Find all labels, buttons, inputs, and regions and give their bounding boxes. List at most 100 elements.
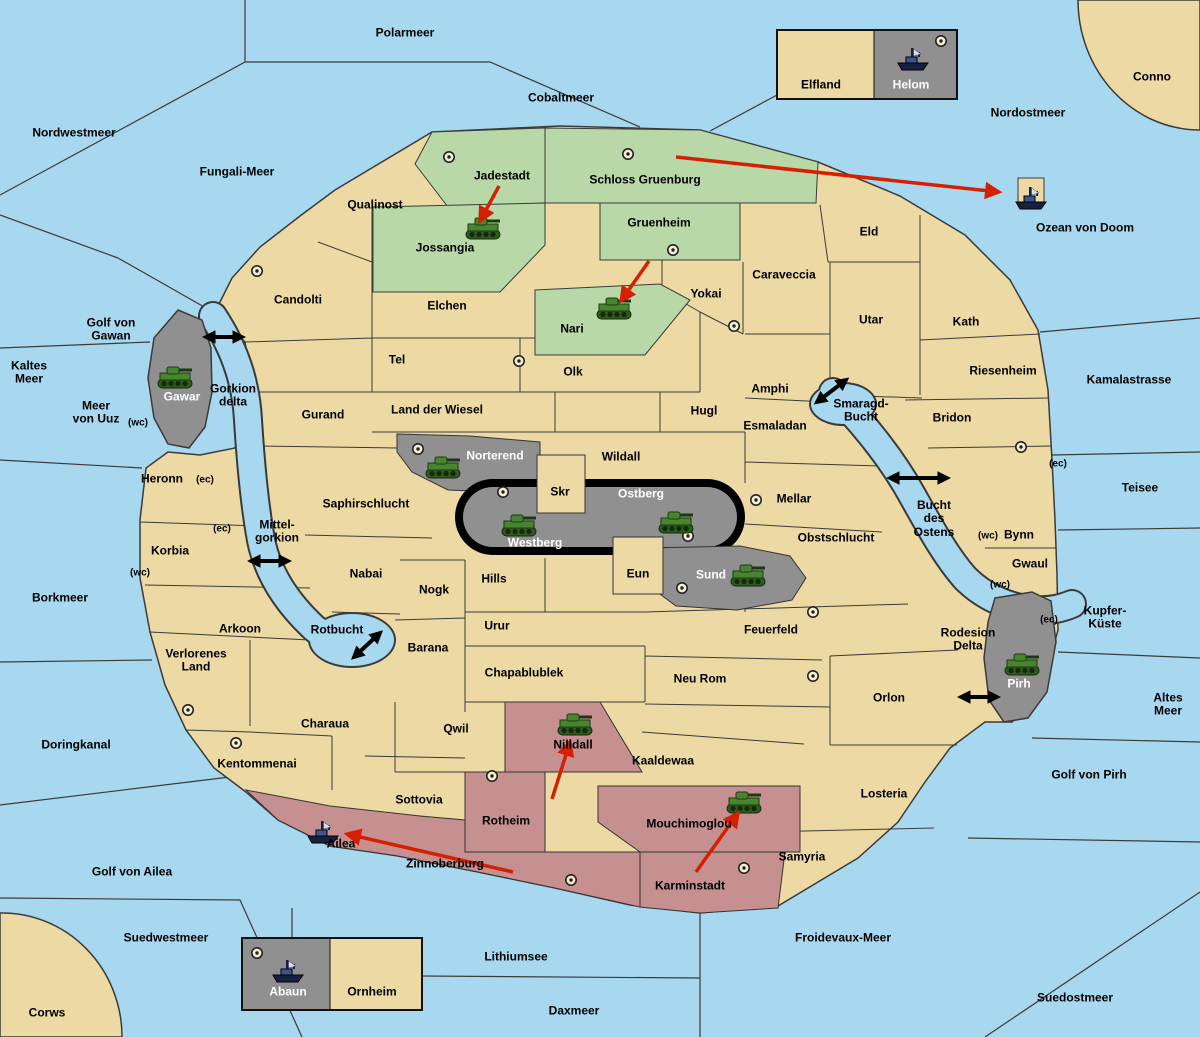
region-label-ailea[interactable]: Ailea (326, 836, 356, 851)
sea-label-fungali-meer[interactable]: Fungali-Meer (199, 164, 275, 179)
region-label-olk[interactable]: Olk (563, 364, 583, 379)
sea-label-smaragd-bucht[interactable]: Smaragd- Bucht (833, 396, 889, 424)
sea-label-nordwestmeer[interactable]: Nordwestmeer (32, 125, 116, 140)
region-label-obstschlucht[interactable]: Obstschlucht (797, 530, 875, 545)
region-label-kentommenai[interactable]: Kentommenai (217, 756, 297, 771)
region-label-gwaul[interactable]: Gwaul (1011, 556, 1049, 571)
region-label-qualinost[interactable]: Qualinost (347, 197, 403, 212)
region-label-ornheim[interactable]: Ornheim (347, 984, 397, 999)
region-label-jadestadt[interactable]: Jadestadt (473, 168, 531, 183)
sea-label-suedwestmeer[interactable]: Suedwestmeer (123, 930, 209, 945)
region-label-hills[interactable]: Hills (481, 571, 507, 586)
region-eun[interactable] (612, 536, 664, 595)
region-label-eun[interactable]: Eun (626, 566, 650, 581)
region-label-utar[interactable]: Utar (858, 312, 884, 327)
region-label-hugl[interactable]: Hugl (690, 403, 718, 418)
region-label-gawar[interactable]: Gawar (163, 389, 201, 404)
region-label-candolti[interactable]: Candolti (274, 292, 322, 307)
region-jossangia[interactable] (372, 202, 546, 293)
region-label-neu-rom[interactable]: Neu Rom (673, 671, 727, 686)
sea-label-bucht-des-ostens[interactable]: Bucht des Ostens (913, 497, 955, 539)
sea-label-froidevaux-meer[interactable]: Froidevaux-Meer (794, 930, 892, 945)
sea-label-ozean-von-doom[interactable]: Ozean von Doom (1035, 220, 1135, 235)
region-label-westberg[interactable]: Westberg (507, 535, 563, 550)
region-label-nilldall[interactable]: Nilldall (553, 737, 593, 752)
sea-label-altes-meer[interactable]: Altes Meer (1153, 690, 1183, 718)
region-label-elfland[interactable]: Elfland (800, 77, 842, 92)
abaun-box-cell-ornheim[interactable] (329, 937, 423, 1011)
region-label-skr[interactable]: Skr (550, 484, 570, 499)
region-label-karminstadt[interactable]: Karminstadt (654, 878, 726, 893)
region-label-bridon[interactable]: Bridon (932, 410, 972, 425)
region-label-urur[interactable]: Urur (484, 618, 510, 633)
region-label-rotheim[interactable]: Rotheim (482, 813, 530, 828)
region-conno[interactable] (1077, 0, 1200, 131)
sea-label-borkmeer[interactable]: Borkmeer (31, 590, 89, 605)
region-label-gruenheim[interactable]: Gruenheim (627, 215, 691, 230)
region-label-pirh[interactable]: Pirh (1007, 676, 1031, 691)
sea-label-gorkion-delta[interactable]: Gorkion delta (209, 381, 257, 409)
region-label-mellar[interactable]: Mellar (776, 491, 812, 506)
region-label-orlon[interactable]: Orlon (873, 690, 905, 705)
region-label-esmaladan[interactable]: Esmaladan (743, 418, 807, 433)
sea-label-golf-von-gawan[interactable]: Golf von Gawan (86, 315, 136, 343)
region-gruenheim[interactable] (599, 202, 741, 261)
region-label-eld[interactable]: Eld (859, 224, 879, 239)
region-schloss-gruenburg[interactable] (544, 127, 819, 204)
sea-label-kamalastrasse[interactable]: Kamalastrasse (1086, 372, 1172, 387)
sea-label-corws[interactable]: Corws (28, 1005, 66, 1020)
region-label-mouchimoglou[interactable]: Mouchimoglou (646, 816, 732, 831)
region-nari[interactable] (534, 283, 691, 356)
region-label-qwil[interactable]: Qwil (443, 721, 469, 736)
region-label-jossangia[interactable]: Jossangia (415, 240, 475, 255)
sea-label-meer-von-uuz[interactable]: Meer von Uuz (72, 398, 120, 426)
region-label-land-der-wiesel[interactable]: Land der Wiesel (391, 402, 483, 417)
region-label-nabai[interactable]: Nabai (349, 566, 383, 581)
sea-label-golf-von-pirh[interactable]: Golf von Pirh (1051, 767, 1127, 782)
region-nilldall[interactable] (504, 701, 643, 773)
region-label-schloss-gruenburg[interactable]: Schloss Gruenburg (589, 172, 701, 187)
sea-label-rotbucht[interactable]: Rotbucht (310, 622, 364, 637)
region-label-losteria[interactable]: Losteria (860, 786, 908, 801)
sea-label-cobaltmeer[interactable]: Cobaltmeer (527, 90, 595, 105)
region-label-elchen[interactable]: Elchen (427, 298, 467, 313)
region-label-helom[interactable]: Helom (892, 77, 930, 92)
region-label-barana[interactable]: Barana (407, 640, 449, 655)
sea-label-kupfer-k-ste[interactable]: Kupfer- Küste (1083, 603, 1127, 631)
region-label-feuerfeld[interactable]: Feuerfeld (743, 622, 799, 637)
region-label-kaaldewaa[interactable]: Kaaldewaa (631, 753, 695, 768)
region-label-bynn[interactable]: Bynn (1004, 527, 1034, 542)
region-label-verlorenes-land[interactable]: Verlorenes Land (165, 646, 227, 674)
region-label-zinnoberburg[interactable]: Zinnoberburg (406, 856, 484, 871)
sea-label-nordostmeer[interactable]: Nordostmeer (990, 105, 1066, 120)
region-label-chapablublek[interactable]: Chapablublek (484, 665, 564, 680)
sea-label-doringkanal[interactable]: Doringkanal (41, 737, 111, 752)
sea-label-kaltes-meer[interactable]: Kaltes Meer (10, 358, 48, 386)
region-label-caraveccia[interactable]: Caraveccia (752, 267, 816, 282)
region-corws[interactable] (0, 912, 123, 1037)
sea-label-teisee[interactable]: Teisee (1121, 480, 1159, 495)
region-label-tel[interactable]: Tel (388, 352, 406, 367)
region-label-rodesion-delta[interactable]: Rodesion Delta (940, 625, 996, 653)
region-label-yokai[interactable]: Yokai (690, 286, 722, 301)
region-label-abaun[interactable]: Abaun (269, 984, 307, 999)
region-label-riesenheim[interactable]: Riesenheim (969, 363, 1037, 378)
sea-label-daxmeer[interactable]: Daxmeer (548, 1003, 600, 1018)
region-label-arkoon[interactable]: Arkoon (219, 621, 261, 636)
region-label-kath[interactable]: Kath (952, 314, 980, 329)
region-label-saphirschlucht[interactable]: Saphirschlucht (322, 496, 410, 511)
region-label-charaua[interactable]: Charaua (300, 716, 350, 731)
region-label-ostberg[interactable]: Ostberg (617, 486, 665, 501)
region-label-heronn[interactable]: Heronn (141, 471, 183, 486)
region-label-norterend[interactable]: Norterend (466, 448, 524, 463)
region-label-amphi[interactable]: Amphi (751, 381, 789, 396)
sea-label-suedostmeer[interactable]: Suedostmeer (1036, 990, 1114, 1005)
region-label-samyria[interactable]: Samyria (778, 849, 826, 864)
region-label-korbia[interactable]: Korbia (150, 543, 190, 558)
region-skr[interactable] (536, 454, 586, 514)
region-label-wildall[interactable]: Wildall (601, 449, 641, 464)
sea-label-golf-von-ailea[interactable]: Golf von Ailea (91, 864, 173, 879)
sea-label-polarmeer[interactable]: Polarmeer (375, 25, 435, 40)
sea-label-mittel-gorkion[interactable]: Mittel- gorkion (255, 517, 299, 545)
region-label-nari[interactable]: Nari (560, 321, 584, 336)
